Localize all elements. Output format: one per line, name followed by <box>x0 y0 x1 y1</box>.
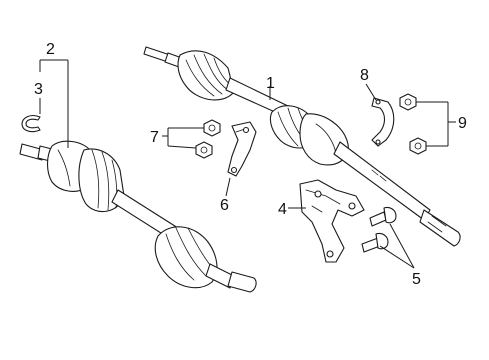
nut-upper-right[interactable] <box>399 93 417 111</box>
callout-3: 3 <box>34 81 43 98</box>
bolt-upper[interactable] <box>369 206 397 227</box>
nut-lower-right[interactable] <box>409 137 427 155</box>
callout-7: 7 <box>150 129 159 146</box>
leader-lines <box>39 59 456 269</box>
callout-2: 2 <box>46 41 55 58</box>
left-axle-shaft[interactable] <box>19 140 257 293</box>
right-axle-shaft[interactable] <box>143 46 461 247</box>
nut-upper-left[interactable] <box>203 119 221 137</box>
callout-1: 1 <box>266 75 275 92</box>
callout-8: 8 <box>360 67 369 84</box>
nut-lower-left[interactable] <box>195 141 213 159</box>
callout-9: 9 <box>458 115 467 132</box>
callout-6: 6 <box>220 197 229 214</box>
retaining-ring[interactable] <box>21 115 41 133</box>
callout-4: 4 <box>278 201 287 218</box>
bearing-bracket[interactable] <box>299 179 365 263</box>
shaft-clip[interactable] <box>227 121 257 177</box>
callout-5: 5 <box>412 271 421 288</box>
u-bracket-strap[interactable] <box>371 97 395 147</box>
